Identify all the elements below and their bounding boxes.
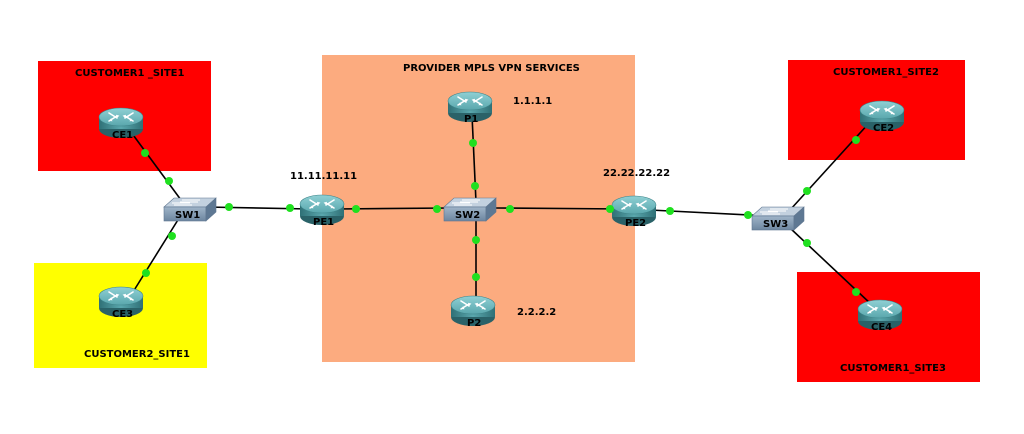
- port-dot: [472, 273, 480, 281]
- port-dot: [852, 136, 860, 144]
- port-dot: [803, 187, 811, 195]
- device-label: SW1: [175, 210, 200, 221]
- port-dot: [471, 182, 479, 190]
- device-p2[interactable]: P2: [450, 295, 496, 329]
- device-label: CE2: [873, 123, 894, 134]
- ip-label-p1: 1.1.1.1: [513, 96, 552, 107]
- link-sw1-pe1: [204, 206, 311, 210]
- link-ce1-sw1: [127, 127, 182, 201]
- device-label: P1: [464, 114, 478, 125]
- device-sw2[interactable]: SW2: [443, 197, 497, 222]
- port-indicators: [141, 136, 860, 296]
- device-ce4[interactable]: CE4: [857, 299, 903, 333]
- port-dot: [469, 139, 477, 147]
- port-dot: [472, 236, 480, 244]
- device-label: CE1: [112, 130, 133, 141]
- device-label: CE3: [112, 309, 133, 320]
- port-dot: [803, 239, 811, 247]
- device-label: PE1: [313, 217, 334, 228]
- device-pe1[interactable]: PE1: [299, 194, 345, 228]
- device-p1[interactable]: P1: [447, 91, 493, 125]
- device-ce1[interactable]: CE1: [98, 107, 144, 141]
- port-dot: [225, 203, 233, 211]
- device-pe2[interactable]: PE2: [611, 195, 657, 229]
- zone-label-provider: PROVIDER MPLS VPN SERVICES: [403, 63, 580, 74]
- port-dot: [606, 205, 614, 213]
- zone-label-customer2-site1: CUSTOMER2_SITE1: [84, 349, 190, 360]
- port-dot: [168, 232, 176, 240]
- device-ce2[interactable]: CE2: [859, 100, 905, 134]
- port-dot: [852, 288, 860, 296]
- device-label: PE2: [625, 218, 646, 229]
- device-ce3[interactable]: CE3: [98, 286, 144, 320]
- port-dot: [506, 205, 514, 213]
- device-label: SW2: [455, 210, 480, 221]
- device-label: P2: [467, 318, 481, 329]
- device-sw1[interactable]: SW1: [163, 197, 217, 222]
- ip-label-pe1: 11.11.11.11: [290, 171, 357, 182]
- ip-label-p2: 2.2.2.2: [517, 307, 556, 318]
- port-dot: [433, 205, 441, 213]
- port-dot: [744, 211, 752, 219]
- device-label: SW3: [763, 219, 788, 230]
- link-sw2-pe2: [494, 207, 627, 210]
- zone-label-customer1-site2: CUSTOMER1_SITE2: [833, 67, 939, 78]
- port-dot: [352, 205, 360, 213]
- zone-label-customer1-site1: CUSTOMER1 _SITE1: [75, 68, 184, 79]
- port-dot: [666, 207, 674, 215]
- device-sw3[interactable]: SW3: [751, 206, 805, 231]
- link-ce3-sw1: [127, 214, 182, 301]
- zone-label-customer1-site3: CUSTOMER1_SITE3: [840, 363, 946, 374]
- ip-label-pe2: 22.22.22.22: [603, 168, 670, 179]
- port-dot: [165, 177, 173, 185]
- port-dot: [286, 204, 294, 212]
- device-label: CE4: [871, 322, 892, 333]
- port-dot: [141, 149, 149, 157]
- port-dot: [142, 269, 150, 277]
